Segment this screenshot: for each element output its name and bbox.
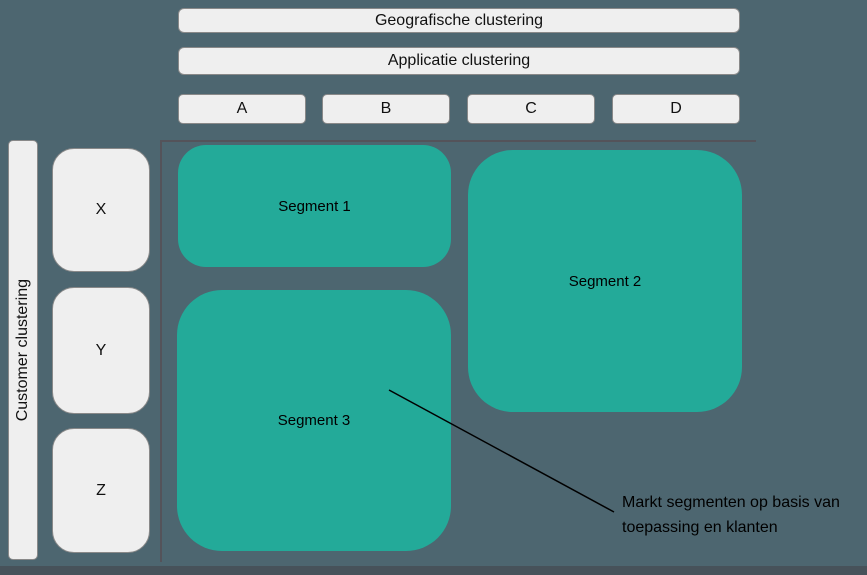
segment-3-label: Segment 3	[277, 412, 351, 429]
row-header-z-label: Z	[96, 481, 106, 499]
column-header-c: C	[467, 94, 595, 124]
column-header-c-label: C	[525, 100, 537, 117]
column-header-a-label: A	[236, 100, 248, 117]
row-header-x: X	[52, 148, 150, 272]
matrix-horizontal-line	[160, 140, 756, 142]
column-header-d: D	[612, 94, 740, 124]
geografische-clustering-bar: Geografische clustering	[178, 8, 740, 33]
applicatie-clustering-label: Applicatie clustering	[387, 52, 531, 69]
column-header-b: B	[322, 94, 450, 124]
segment-1: Segment 1	[178, 145, 451, 267]
row-header-z: Z	[52, 428, 150, 553]
matrix-vertical-line	[160, 140, 162, 562]
segment-1-label: Segment 1	[278, 197, 351, 215]
segment-2: Segment 2	[468, 150, 742, 412]
row-header-x-label: X	[95, 201, 107, 218]
segment-3: Segment 3	[177, 290, 451, 551]
row-header-y-label: Y	[95, 341, 107, 359]
row-header-y: Y	[52, 287, 150, 414]
column-header-d-label: D	[670, 100, 682, 117]
column-header-b-label: B	[380, 100, 392, 117]
applicatie-clustering-bar: Applicatie clustering	[178, 47, 740, 75]
customer-clustering-label: Customer clustering	[14, 278, 31, 422]
column-header-a: A	[178, 94, 306, 124]
footer-band	[0, 566, 867, 575]
geografische-clustering-label: Geografische clustering	[374, 11, 544, 29]
customer-clustering-axis: Customer clustering	[8, 140, 38, 560]
annotation-line2: toepassing en klanten	[622, 519, 778, 536]
annotation-line1: Markt segmenten op basis van	[622, 494, 840, 511]
segment-2-label: Segment 2	[568, 272, 642, 290]
annotation-text: Markt segmenten op basis van toepassing …	[622, 490, 840, 540]
